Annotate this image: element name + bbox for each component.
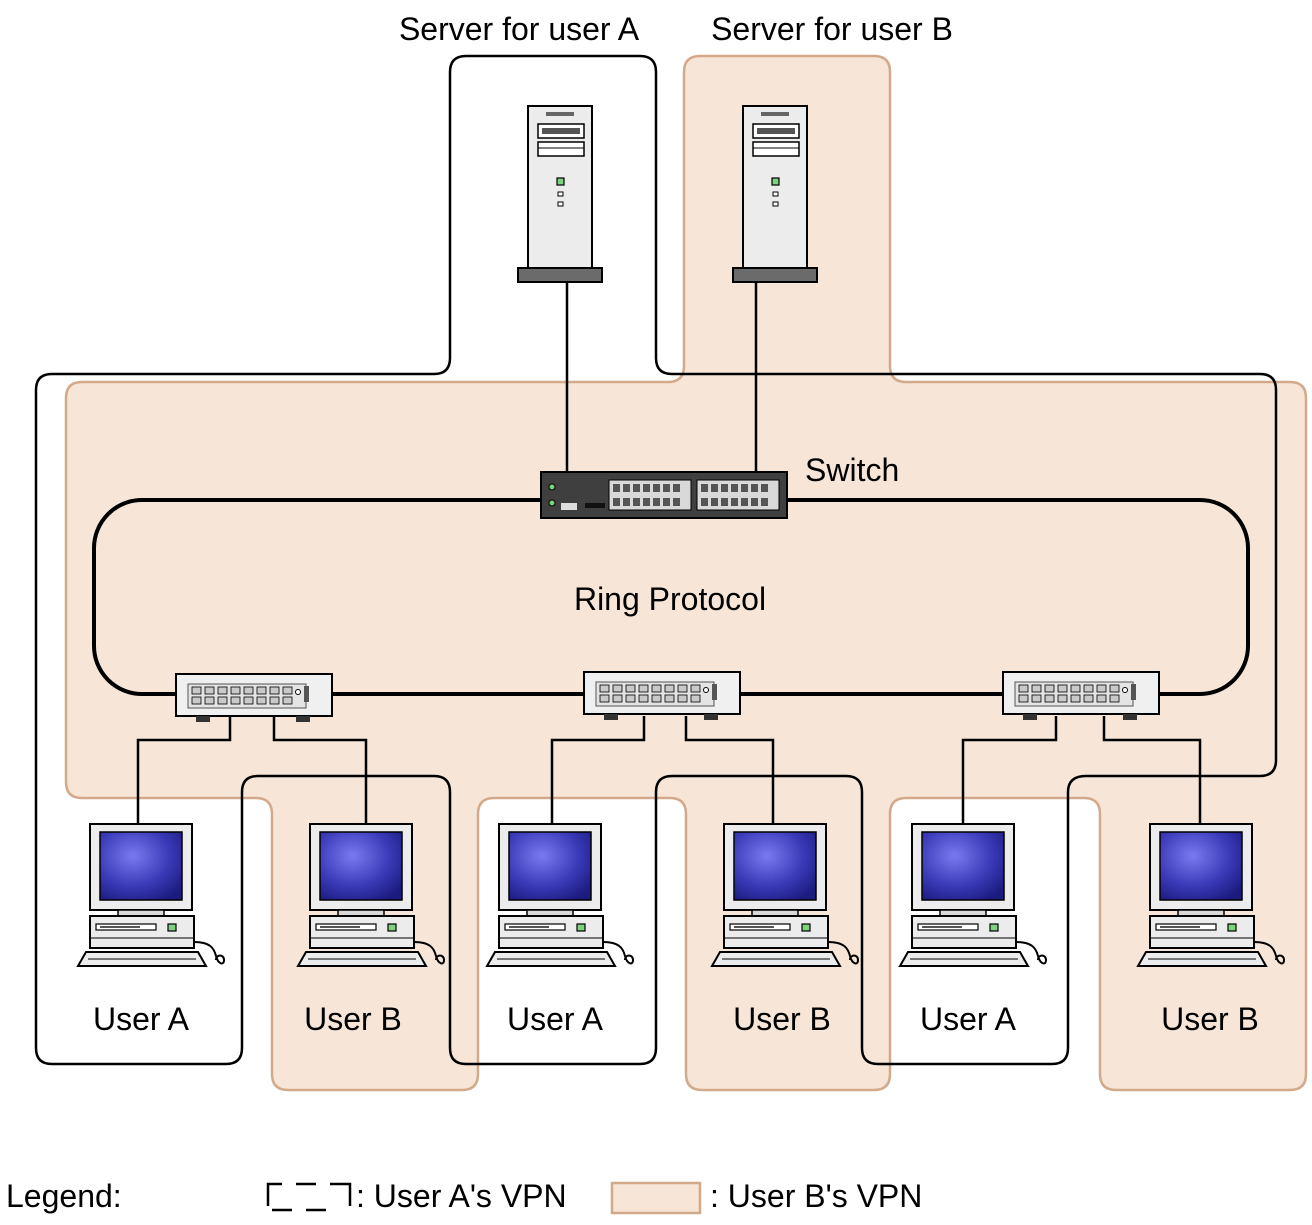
pc-user-a-3	[899, 823, 1047, 967]
legend-user-a-vpn-swatch	[266, 1182, 352, 1212]
switch-label: Switch	[805, 452, 899, 488]
legend: Legend: : User A's VPN : User B's VPN	[6, 1178, 922, 1215]
user-label: User B	[1161, 1001, 1259, 1037]
user-a-vpn-region	[34, 54, 1278, 1066]
edge-switch-2	[583, 671, 741, 721]
access-links	[136, 716, 1202, 824]
server-b	[732, 105, 818, 283]
legend-user-b-vpn-text: : User B's VPN	[710, 1178, 922, 1214]
user-label: User B	[304, 1001, 402, 1037]
server-b-label: Server for user B	[711, 11, 953, 47]
core-switch	[540, 471, 788, 519]
edge-switch-1	[175, 673, 333, 723]
server-a-label: Server for user A	[399, 11, 640, 47]
user-label: User A	[507, 1001, 604, 1037]
user-label: User A	[93, 1001, 190, 1037]
legend-title: Legend:	[6, 1178, 122, 1214]
pc-user-a-2	[486, 823, 634, 967]
user-label: User A	[920, 1001, 1017, 1037]
user-b-vpn-region	[64, 54, 1308, 1092]
legend-user-a-vpn-text: : User A's VPN	[356, 1178, 567, 1214]
server-a	[517, 105, 603, 283]
edge-switch-3	[1002, 671, 1160, 721]
ring-protocol-label: Ring Protocol	[574, 581, 766, 617]
pc-user-a-1	[77, 823, 225, 967]
user-label: User B	[733, 1001, 831, 1037]
legend-user-b-vpn-swatch	[610, 1181, 702, 1215]
